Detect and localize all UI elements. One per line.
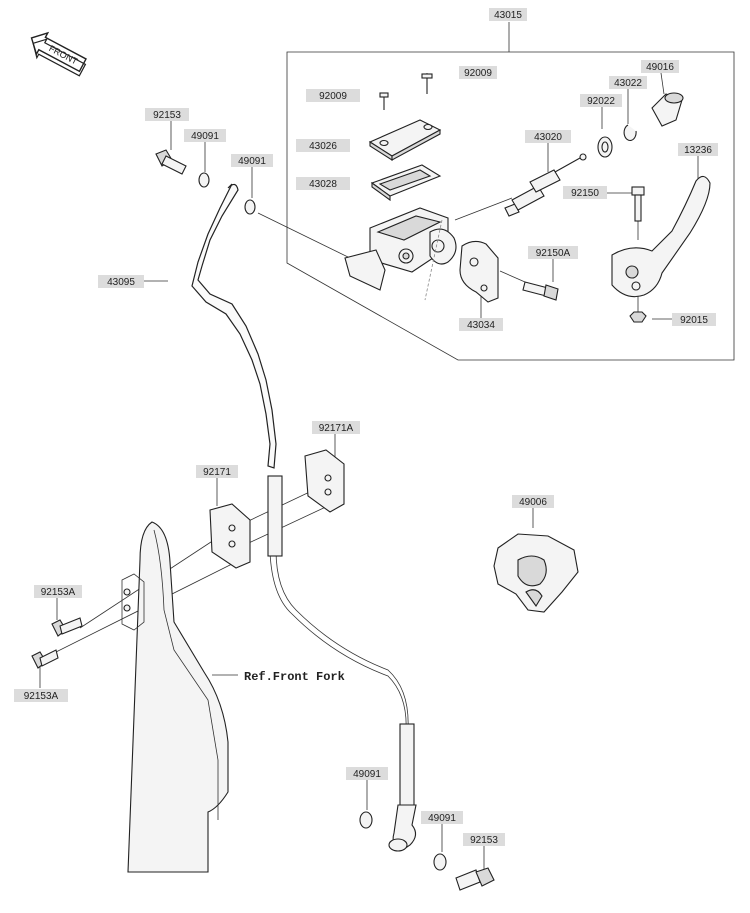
label-92015-text: 92015 — [680, 315, 708, 326]
label-92150-text: 92150 — [571, 188, 599, 199]
label-92171: 92171 — [196, 465, 238, 478]
label-92153a-lower: 92153A — [14, 689, 68, 702]
label-49091-a-text: 49091 — [191, 131, 219, 142]
label-92015: 92015 — [672, 313, 716, 326]
bolt-92153a-lower — [31, 649, 59, 669]
label-49091-a: 49091 — [184, 129, 226, 142]
label-92153-top: 92153 — [145, 108, 189, 121]
label-43020-text: 43020 — [534, 132, 562, 143]
pivot-nut — [629, 311, 647, 323]
label-92171-text: 92171 — [203, 467, 231, 478]
label-13236: 13236 — [678, 143, 718, 156]
label-92150a-text: 92150A — [536, 248, 571, 259]
screw-92009-left — [379, 92, 389, 110]
label-92022: 92022 — [580, 94, 622, 107]
label-43028: 43028 — [296, 177, 350, 190]
label-13236-text: 13236 — [684, 145, 712, 156]
front-fork — [121, 521, 229, 873]
label-92150a: 92150A — [528, 246, 578, 259]
label-43015-text: 43015 — [494, 10, 522, 21]
switch-49006 — [493, 533, 579, 613]
label-49006-text: 49006 — [519, 497, 547, 508]
label-92153-bottom-text: 92153 — [470, 835, 498, 846]
label-43020: 43020 — [525, 130, 571, 143]
label-43022: 43022 — [609, 76, 647, 89]
washer-49091-c — [359, 811, 373, 829]
lever-pivot-bolt — [631, 186, 645, 222]
label-49016: 49016 — [641, 60, 679, 73]
label-43022-text: 43022 — [614, 78, 642, 89]
label-92171a: 92171A — [312, 421, 360, 434]
label-92009-right: 92009 — [459, 66, 497, 79]
label-92009-left-text: 92009 — [319, 91, 347, 102]
washer-49091-d — [433, 853, 447, 871]
dust-boot-49016 — [651, 92, 684, 127]
master-cylinder-body — [344, 207, 457, 301]
label-43026: 43026 — [296, 139, 350, 152]
banjo-bolt-top — [155, 149, 187, 175]
label-49091-b: 49091 — [231, 154, 273, 167]
brake-lever — [611, 175, 711, 298]
washer-49091-b — [244, 199, 256, 215]
front-arrow-icon: FRONT — [30, 31, 87, 77]
piston-kit — [504, 153, 587, 217]
hose-bracket-92171 — [209, 503, 251, 569]
label-43095-text: 43095 — [107, 277, 135, 288]
label-92153a-lower-text: 92153A — [24, 691, 59, 702]
bolt-92153a-upper — [51, 617, 83, 637]
label-92022-text: 92022 — [587, 96, 615, 107]
assembly-outline — [286, 22, 735, 361]
clamp-holder — [459, 240, 499, 303]
ref-front-fork-text: Ref.Front Fork — [244, 670, 345, 684]
label-92153a-upper: 92153A — [34, 585, 82, 598]
label-92153-top-text: 92153 — [153, 110, 181, 121]
label-43034-text: 43034 — [467, 320, 495, 331]
brake-hose — [191, 183, 417, 852]
banjo-bolt-bottom — [455, 867, 495, 891]
snap-ring-43022 — [623, 124, 637, 142]
label-92171a-text: 92171A — [319, 423, 354, 434]
screw-92009-right — [421, 73, 433, 94]
label-92153-bottom: 92153 — [463, 833, 505, 846]
label-49016-text: 49016 — [646, 62, 674, 73]
washer-92022 — [597, 136, 613, 158]
label-43015: 43015 — [489, 8, 527, 21]
label-92153a-upper-text: 92153A — [41, 587, 76, 598]
clamp-bolt — [522, 281, 559, 301]
label-49091-d: 49091 — [421, 811, 463, 824]
label-49006: 49006 — [512, 495, 554, 508]
label-92009-left: 92009 — [306, 89, 360, 102]
reservoir-diaphragm — [370, 164, 442, 202]
label-49091-c-text: 49091 — [353, 769, 381, 780]
reservoir-cap — [368, 119, 442, 162]
hose-bracket-92171a — [304, 449, 345, 513]
label-43095: 43095 — [98, 275, 144, 288]
label-92150: 92150 — [563, 186, 607, 199]
washer-49091-a — [198, 172, 210, 188]
label-49091-d-text: 49091 — [428, 813, 456, 824]
label-43026-text: 43026 — [309, 141, 337, 152]
label-49091-c: 49091 — [346, 767, 388, 780]
label-43034: 43034 — [459, 318, 503, 331]
label-92009-right-text: 92009 — [464, 68, 492, 79]
label-49091-b-text: 49091 — [238, 156, 266, 167]
label-43028-text: 43028 — [309, 179, 337, 190]
